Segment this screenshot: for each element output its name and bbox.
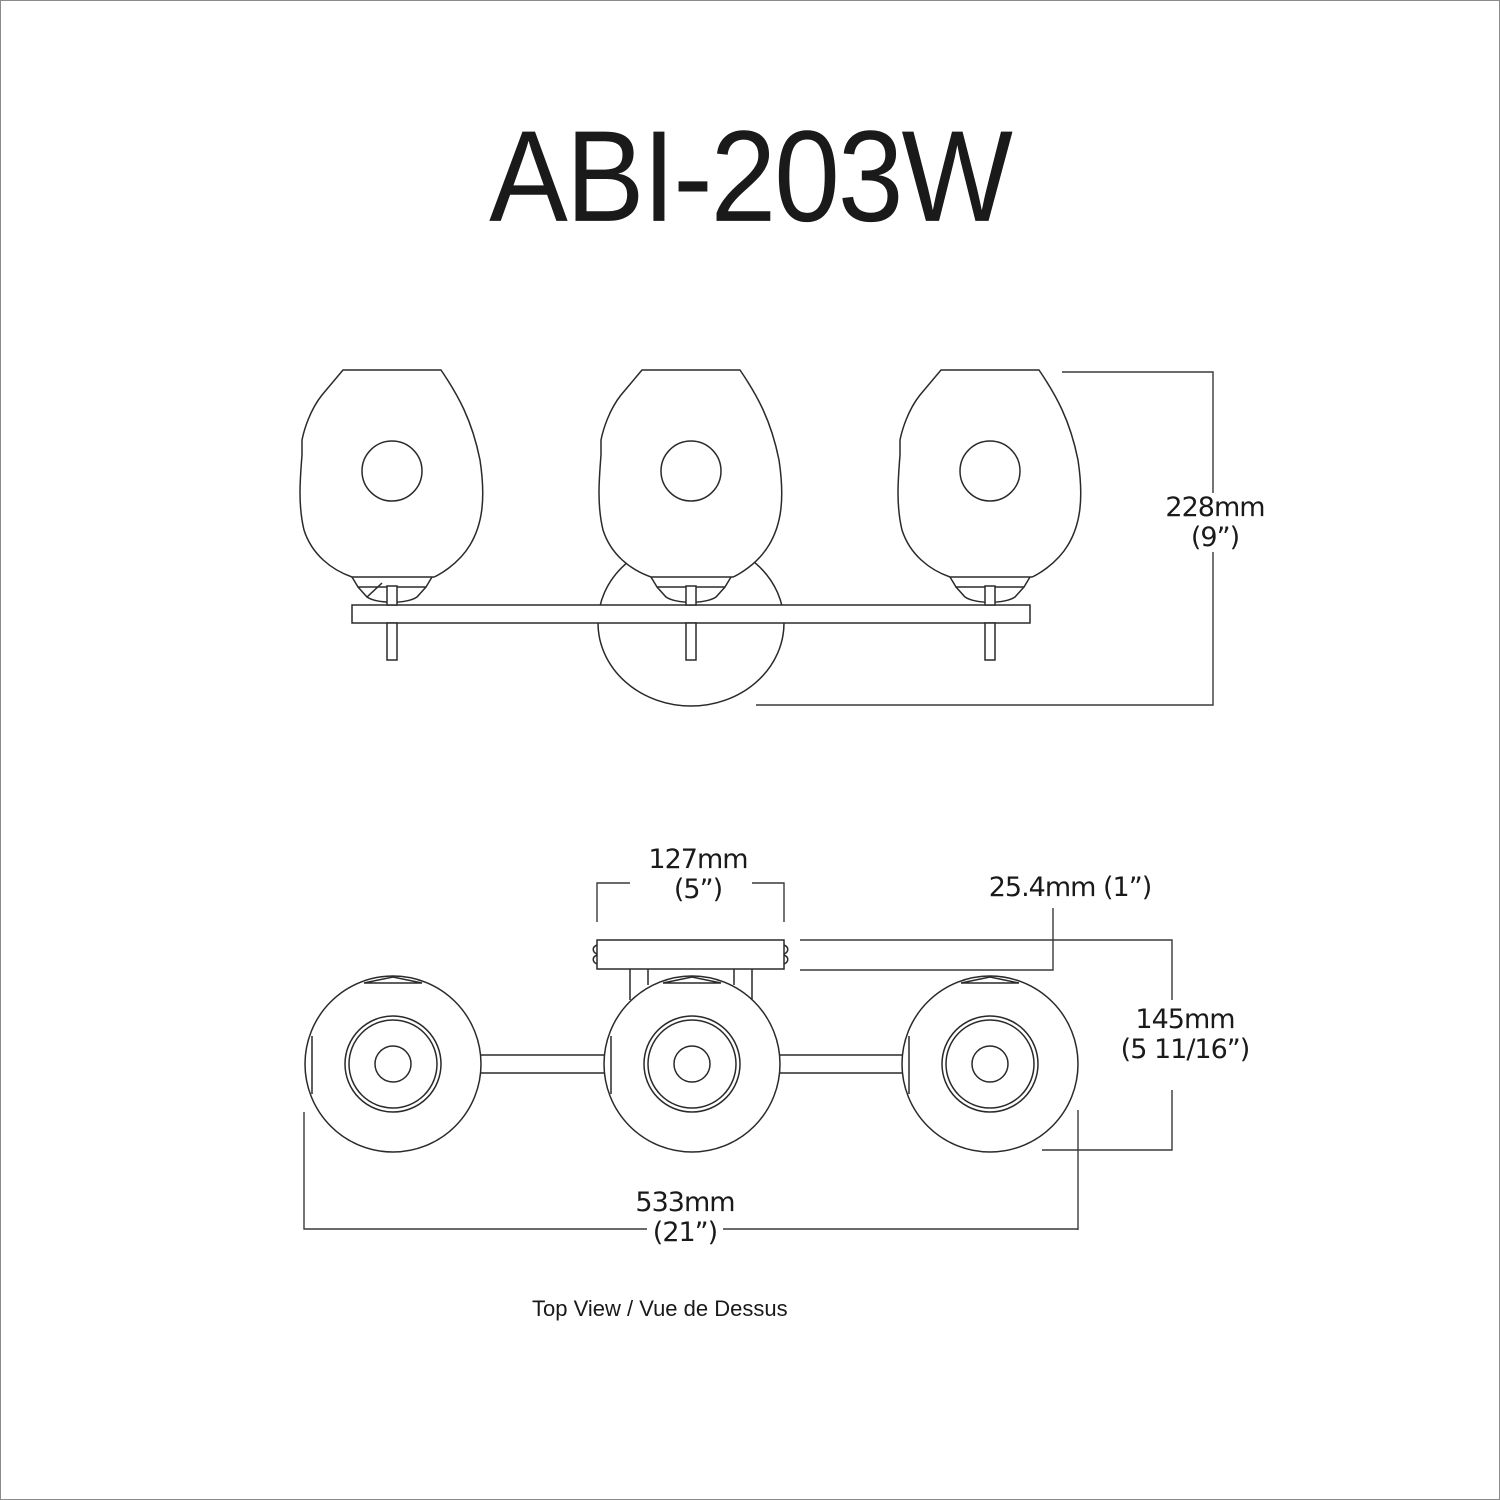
top-backplate bbox=[596, 939, 785, 970]
backplate-width-inches: (5”) bbox=[669, 874, 727, 905]
backplate-depth-dimension bbox=[800, 908, 1054, 971]
depth-dimension-label: 145mm (5 11/16”) bbox=[1105, 1004, 1265, 1065]
overall-width-dimension bbox=[303, 1112, 1078, 1230]
front-view bbox=[299, 369, 1214, 707]
height-mm: 228mm bbox=[1165, 492, 1265, 523]
top-shade-center bbox=[603, 975, 781, 1153]
depth-inches: (5 11/16”) bbox=[1120, 1033, 1251, 1065]
top-shade-right bbox=[901, 975, 1079, 1153]
backplate-depth-label: 25.4mm (1”) bbox=[975, 873, 1165, 903]
top-view bbox=[303, 882, 1173, 1230]
top-shade-left bbox=[304, 975, 482, 1153]
depth-mm: 145mm bbox=[1135, 1004, 1235, 1035]
model-title: ABI-203W bbox=[489, 104, 1013, 250]
overall-width-label: 533mm (21”) bbox=[620, 1188, 750, 1248]
front-shade-left bbox=[299, 369, 484, 661]
backplate-width-dimension bbox=[596, 882, 785, 922]
overall-width-mm: 533mm bbox=[629, 1188, 741, 1218]
height-inches: (9”) bbox=[1190, 521, 1240, 553]
overall-width-inches: (21”) bbox=[646, 1217, 724, 1248]
top-arm-right bbox=[779, 1054, 903, 1074]
front-crossbar bbox=[351, 604, 1031, 624]
front-shade-right bbox=[897, 369, 1082, 661]
backplate-width-mm: 127mm bbox=[644, 845, 752, 875]
depth-dimension-line bbox=[800, 939, 1173, 1151]
front-shade-center bbox=[598, 369, 783, 661]
height-dimension-label: 228mm (9”) bbox=[1150, 492, 1280, 553]
backplate-width-label: 127mm (5”) bbox=[628, 845, 768, 905]
backplate-depth-text: 25.4mm (1”) bbox=[988, 872, 1153, 903]
top-arm-left bbox=[481, 1054, 604, 1074]
top-view-caption: Top View / Vue de Dessus bbox=[532, 1296, 788, 1321]
